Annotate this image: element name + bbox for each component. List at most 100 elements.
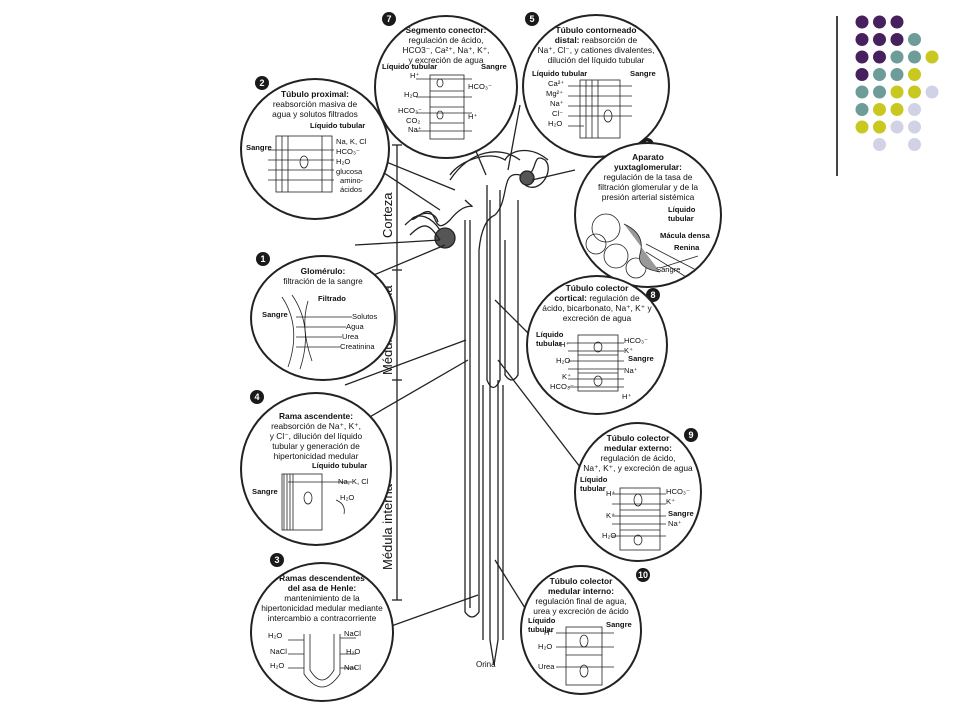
liquid-label: Líquido tubular [312,461,368,470]
desc-line: tubular y generación de [272,440,360,451]
title: Rama ascendente: [278,411,353,421]
callout-title: Segmento conector: regulación de ácido, … [376,25,516,66]
number-badge-3: 3 [270,553,284,567]
blood-label: Sangre [668,509,694,518]
title: Aparato [632,152,664,162]
ion: amino- [340,176,364,185]
ion: NaCl [270,647,287,656]
blood-label: Sangre [246,143,272,152]
ion: HCO₃⁻ [666,487,690,496]
desc-line: regulación de la tasa de [603,171,693,182]
ion: glucosa [336,167,363,176]
ion: HCO₃⁻ [468,82,492,91]
cells-drawing [416,74,472,140]
title: Túbulo colector [565,283,629,293]
desc-line: regulación de [589,292,640,303]
desc-line: regulación de ácido, [600,452,676,463]
cells-drawing [281,473,352,531]
liquid-label: Líquido [536,330,564,339]
cells-drawing [568,79,632,139]
ion: Na⁺ [624,366,638,375]
callout-title: Túbulo colector medular externo: regulac… [576,433,700,474]
ion: H⁺ [410,71,420,80]
label: Sangre [656,265,681,274]
cells-drawing [268,135,334,193]
ion: H₂O [404,90,419,99]
ion: K⁺ [666,497,676,506]
liquid-label: Líquido tubular [532,69,588,78]
number-badge-7: 7 [382,12,396,26]
ion: HCO₃⁻ [398,106,422,115]
cells-drawing [585,213,699,281]
ion: H₂O [556,356,571,365]
callout-tubulo-distal: Túbulo contorneado distal: reabsorción d… [522,14,670,158]
blood-label: Sangre [628,354,654,363]
desc-line: presión arterial sistémica [601,191,695,202]
desc-line: y excreción de agua [408,54,484,65]
ion: Agua [346,322,364,331]
callout-title: Aparato yuxtaglomerular: regulación de l… [576,152,720,203]
liquid-label: Líquido [580,475,608,484]
desc-line: intercambio a contracorriente [267,612,377,623]
label: Mácula densa [660,231,710,240]
callout-rama-ascendente: Rama ascendente: reabsorción de Na⁺, K⁺,… [240,392,392,546]
desc-line: reabsorción de Na⁺, K⁺, [271,420,361,431]
callout-title: Túbulo proximal: reabsorción masiva de a… [242,89,388,120]
ion: H₂O [538,642,553,651]
filtrate-label: Filtrado [318,294,346,303]
title: cortical: [554,292,587,303]
number-badge-5: 5 [525,12,539,26]
desc-line: y Cl⁻, dilución del líquido [269,430,363,441]
ion: Cl⁻ [552,109,564,118]
title: Túbulo colector [606,433,670,443]
callout-colector-cortical: Túbulo colector cortical: regulación de … [526,275,668,415]
ion: K⁺ [562,372,572,381]
desc-line: urea y excreción de ácido [533,605,629,616]
liquid-label-2: tubular [536,339,562,348]
callout-title: Ramas descendentes del asa de Henle: man… [252,573,392,624]
desc-line: Na⁺, Cl⁻, y cationes divalentes, [537,44,655,55]
ion: ácidos [340,185,362,194]
desc-line: HCO3⁻, Ca²⁺, Na⁺, K⁺, [402,44,490,55]
blood-label: Sangre [252,487,278,496]
ion: H⁺ [544,628,554,637]
title: Ramas descendentes [279,573,365,583]
desc-line: excreción de agua [562,312,632,323]
ion: Solutos [352,312,378,321]
title: Túbulo colector [549,576,613,586]
orina-label: Orina [476,660,496,669]
blood-label: Sangre [606,620,632,629]
callout-colector-medular-externo: Túbulo colector medular externo: regulac… [574,422,702,562]
liquid-label: Líquido tubular [382,62,438,71]
ion: H₂O [548,119,563,128]
desc-line: hipertonicidad medular mediante [261,602,383,613]
ion: H₂O [340,493,355,502]
number-badge-2: 2 [255,76,269,90]
ion: H⁺ [622,392,632,401]
desc-line: ácido, bicarbonato, Na⁺, K⁺ y [542,302,652,313]
desc-line: regulación final de agua, [535,595,627,606]
title: Glomérulo: [300,266,346,276]
blood-label: Sangre [262,310,288,319]
ion: Na, K, Cl [338,477,369,486]
callout-title: Túbulo colector medular interno: regulac… [522,576,640,617]
liquid-label: Líquido [528,616,556,625]
callout-title: Glomérulo: filtración de la sangre [252,266,394,287]
ion: K⁺ [606,511,616,520]
label: Renina [674,243,700,252]
glomerulus-drawing [281,294,352,370]
ion: H₂O [346,647,361,656]
liquid-label: Líquido tubular [310,121,366,130]
desc-line: filtración de la sangre [283,275,363,286]
ion: NaCl [344,629,361,638]
divider-line [836,16,838,176]
cells-drawing [568,334,624,392]
ion: Na⁺ [408,125,422,134]
cells-drawing [556,626,614,686]
ion: K⁺ [624,346,634,355]
number-badge-10: 10 [636,568,650,582]
ion: Na⁺ [668,519,682,528]
ion: H₂O [602,531,617,540]
label: tubular [668,214,694,223]
